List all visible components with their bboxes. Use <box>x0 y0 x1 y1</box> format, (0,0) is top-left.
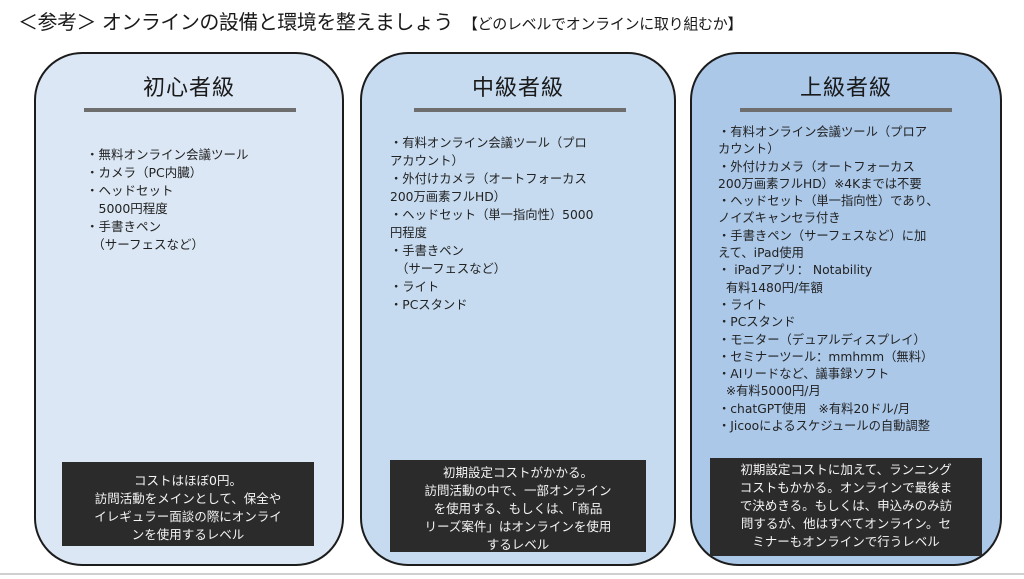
list-item: ・手書きペン <box>86 219 162 234</box>
list-item: ・手書きペン <box>390 244 464 258</box>
list-item: ・Jicooによるスケジュールの自動調整 <box>718 419 931 434</box>
list-item: アカウント） <box>390 154 464 168</box>
summary-line: を使用する、もしくは、「商品 <box>433 501 603 516</box>
list-item: えて、iPad使用 <box>718 246 804 261</box>
summary-line: 初期設定コストがかかる。 <box>442 465 593 480</box>
summary-line: するレベル <box>486 537 550 552</box>
summary-line: イレギュラー面談の際にオンライ <box>94 509 282 524</box>
list-item: ・chatGPT使用 ※有料20ドル/月 <box>718 401 911 416</box>
summary-line: で決めきる。もしくは、申込みのみ訪 <box>739 498 953 513</box>
list-item: ・外付けカメラ（オートフォーカス <box>718 159 915 174</box>
list-item: ・ライト <box>390 280 440 294</box>
heading-divider <box>84 108 296 112</box>
summary-line: ミナーもオンラインで行うレベル <box>752 534 940 549</box>
card-heading: 初心者級 <box>142 76 235 101</box>
list-item: ・ヘッドセット（単一指向性）5000 <box>390 208 594 222</box>
heading-divider <box>414 108 626 112</box>
list-item: ・無料オンライン会議ツール <box>86 147 249 162</box>
equipment-list: ・無料オンライン会議ツール ・カメラ（PC内臓） ・ヘッドセット 5000円程度… <box>86 146 249 254</box>
list-item: ・PCスタンド <box>718 315 796 330</box>
bottom-divider <box>0 573 1024 575</box>
page-title: ＜参考＞ オンラインの設備と環境を整えましょう【どのレベルでオンラインに取り組む… <box>18 6 742 35</box>
list-item: ・ヘッドセット <box>86 183 174 198</box>
list-item: 5000円程度 <box>86 201 168 216</box>
page-title-main: ＜参考＞ オンラインの設備と環境を整えましょう <box>18 10 453 34</box>
cost-summary-box: 初期設定コストがかかる。 訪問活動の中で、一部オンライン を使用する、もしくは、… <box>390 460 646 552</box>
card-heading: 中級者級 <box>471 76 564 101</box>
card-beginner: 初心者級 ・無料オンライン会議ツール ・カメラ（PC内臓） ・ヘッドセット 50… <box>34 52 344 566</box>
page-title-sub: 【どのレベルでオンラインに取り組むか】 <box>462 15 743 33</box>
card-heading: 上級者級 <box>799 76 892 101</box>
list-item: （サーフェスなど） <box>390 262 507 276</box>
list-item: ノイズキャンセラ付き <box>718 211 841 226</box>
list-item: ・外付けカメラ（オートフォーカス <box>390 172 587 186</box>
heading-divider <box>740 108 952 112</box>
list-item: カウント） <box>718 142 780 157</box>
list-item: ・セミナーツール：mmhmm（無料） <box>718 349 934 364</box>
summary-line: 訪問活動をメインとして、保全や <box>94 491 282 506</box>
card-advanced: 上級者級 ・有料オンライン会議ツール（プロア カウント） ・外付けカメラ（オート… <box>690 52 1002 566</box>
list-item: 200万画素フルHD）※4Kまでは不要 <box>718 176 922 191</box>
list-item: ・ヘッドセット（単一指向性）であり、 <box>718 194 939 209</box>
list-item: ・モニター（デュアルディスプレイ） <box>718 332 926 347</box>
list-item: 有料1480円/年額 <box>718 280 823 295</box>
cost-summary-box: コストはほぼ0円。 訪問活動をメインとして、保全や イレギュラー面談の際にオンラ… <box>62 462 314 546</box>
summary-line: コストはほぼ0円。 <box>134 473 242 488</box>
summary-line: コストもかかる。オンラインで最後ま <box>739 480 953 495</box>
equipment-list: ・有料オンライン会議ツール（プロア カウント） ・外付けカメラ（オートフォーカス… <box>718 124 939 435</box>
list-item: ・カメラ（PC内臓） <box>86 165 203 180</box>
list-item: ・ライト <box>718 297 768 312</box>
list-item: ・手書きペン（サーフェスなど）に加 <box>718 228 927 243</box>
cost-summary-box: 初期設定コストに加えて、ランニング コストもかかる。オンラインで最後ま で決めき… <box>710 458 982 556</box>
list-item: ・PCスタンド <box>390 298 468 312</box>
list-item: ・ iPadアプリ： Notability <box>718 263 873 278</box>
list-item: ・有料オンライン会議ツール（プロア <box>718 125 928 139</box>
summary-line: ンを使用するレベル <box>131 527 245 542</box>
card-intermediate: 中級者級 ・有料オンライン会議ツール（プロ アカウント） ・外付けカメラ（オート… <box>360 52 676 566</box>
list-item: ※有料5000円/月 <box>718 384 821 399</box>
list-item: （サーフェスなど） <box>86 237 205 252</box>
equipment-list: ・有料オンライン会議ツール（プロ アカウント） ・外付けカメラ（オートフォーカス… <box>390 134 593 314</box>
list-item: 200万画素フルHD） <box>390 190 506 204</box>
list-item: 円程度 <box>390 226 427 240</box>
summary-line: 問するが、他はすべてオンライン。セ <box>740 516 952 531</box>
list-item: ・有料オンライン会議ツール（プロ <box>390 136 587 150</box>
list-item: ・AIリードなど、議事録ソフト <box>718 367 890 382</box>
summary-line: 訪問活動の中で、一部オンライン <box>424 483 612 498</box>
summary-line: リーズ案件」はオンラインを使用 <box>424 519 612 534</box>
summary-line: 初期設定コストに加えて、ランニング <box>740 462 952 477</box>
